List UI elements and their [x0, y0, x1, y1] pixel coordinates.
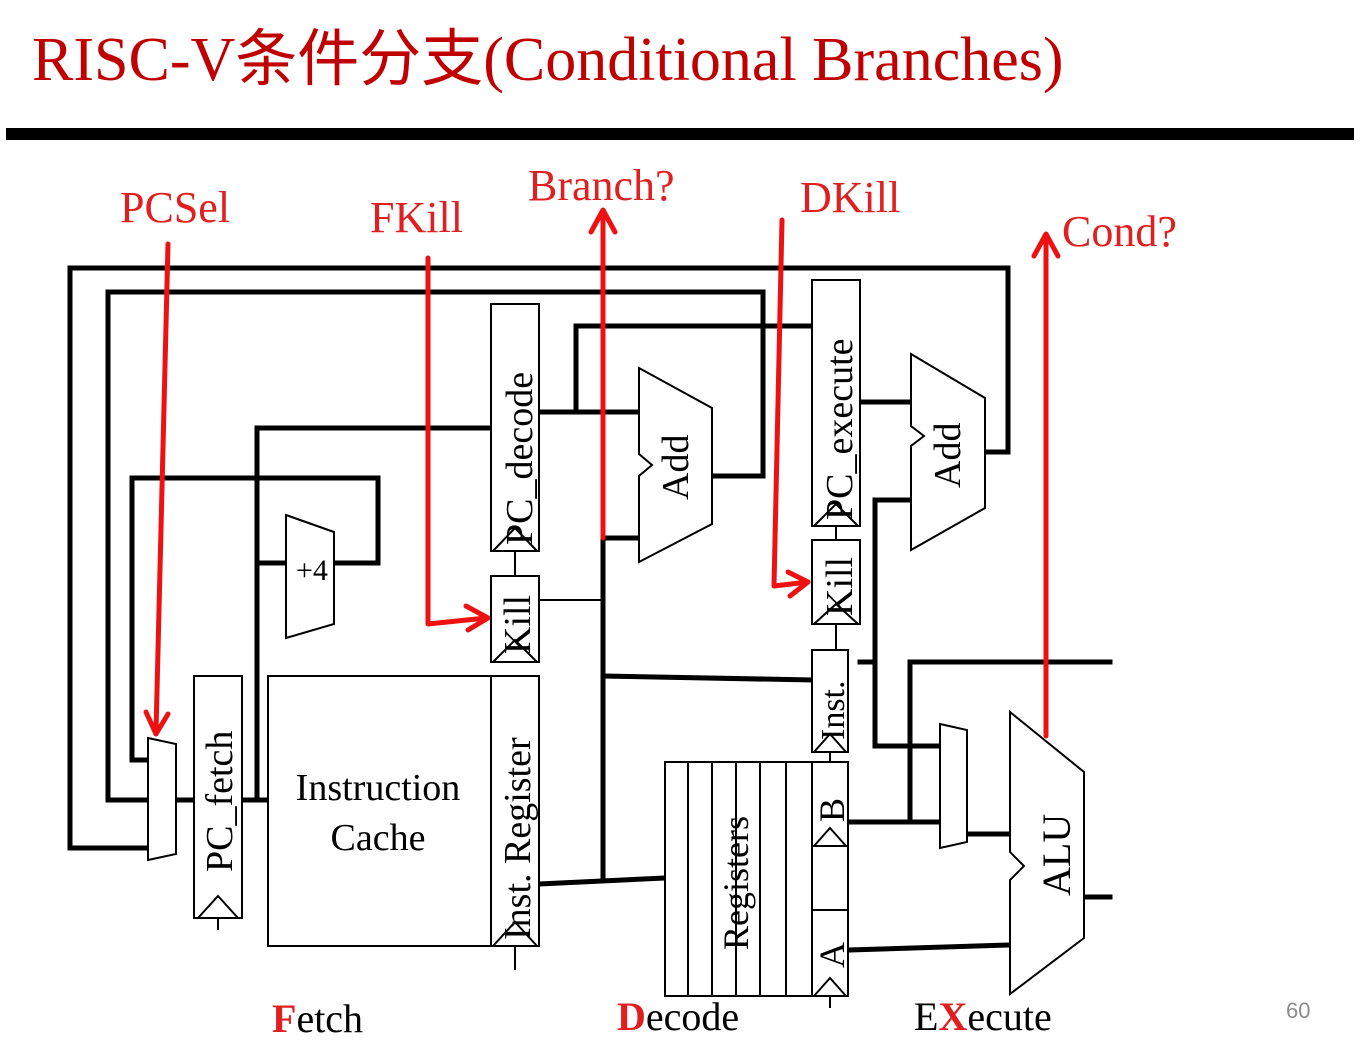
instruction-cache: Instruction Cache [267, 675, 495, 947]
inst-register: Inst. Register [490, 675, 540, 947]
add-execute: Add [910, 352, 986, 552]
cond-label: Cond? [1062, 207, 1177, 256]
fkill-label: FKill [370, 193, 463, 242]
pc-select-mux [147, 736, 177, 862]
pcsel-arrow [153, 241, 171, 735]
pc-decode-label: PC_decode [499, 372, 541, 545]
instruction-cache-label-line2: Cache [331, 817, 426, 859]
operand-mux [939, 722, 968, 850]
plus4-label: +4 [296, 554, 328, 587]
dkill-label: DKill [800, 173, 900, 222]
kill-decode: Kill [811, 539, 861, 625]
stage-fetch-label: Fetch [272, 996, 363, 1041]
datapath-wires [67, 265, 1113, 1008]
stage-execute-x: X [938, 994, 967, 1039]
fkill-arrow [425, 255, 489, 627]
stage-decode-label: Decode [617, 994, 739, 1039]
kill-fetch-label: Kill [497, 595, 539, 654]
add-decode: Add [638, 366, 713, 564]
kill-decode-label: Kill [819, 557, 861, 616]
stage-execute-e: E [914, 994, 938, 1039]
reg-b-label: B [812, 798, 852, 822]
pc-fetch-register: PC_fetch [193, 675, 243, 919]
page-number: 60 [1286, 998, 1310, 1023]
branch-label: Branch? [528, 161, 675, 210]
registers-label: Registers [716, 816, 756, 950]
stage-execute-rest: ecute [967, 994, 1051, 1039]
inst-execute-label: Inst. [815, 681, 852, 741]
stage-decode-rest: ecode [646, 994, 739, 1039]
stage-fetch-rest: etch [296, 996, 363, 1041]
add-execute-label: Add [927, 423, 969, 488]
slide-title: RISC-V条件分支(Conditional Branches) [32, 26, 1064, 94]
pc-execute-register: PC_execute [811, 279, 861, 527]
pc-fetch-label: PC_fetch [199, 731, 241, 872]
instruction-cache-label-line1: Instruction [296, 767, 461, 809]
alu: ALU [1009, 709, 1085, 997]
dkill-arrow [771, 217, 811, 589]
stage-execute-label: EXecute [914, 994, 1052, 1039]
reg-b: B [811, 761, 852, 847]
kill-fetch: Kill [490, 575, 540, 663]
stage-fetch-initial: F [272, 996, 296, 1041]
pc-execute-label: PC_execute [819, 338, 861, 520]
reg-a-label: A [812, 942, 852, 968]
control-signals: PCSel FKill Branch? DKill Cond? [120, 161, 1177, 739]
inst-register-label: Inst. Register [497, 737, 539, 940]
title-rule [6, 128, 1354, 140]
stage-decode-initial: D [617, 994, 646, 1039]
add-decode-label: Add [655, 435, 697, 500]
pc-decode-register: PC_decode [490, 303, 541, 552]
pcsel-label: PCSel [120, 183, 230, 232]
inst-execute: Inst. [811, 649, 852, 753]
reg-a: A [811, 909, 852, 997]
plus4-adder: +4 [285, 513, 335, 640]
alu-label: ALU [1034, 814, 1079, 896]
